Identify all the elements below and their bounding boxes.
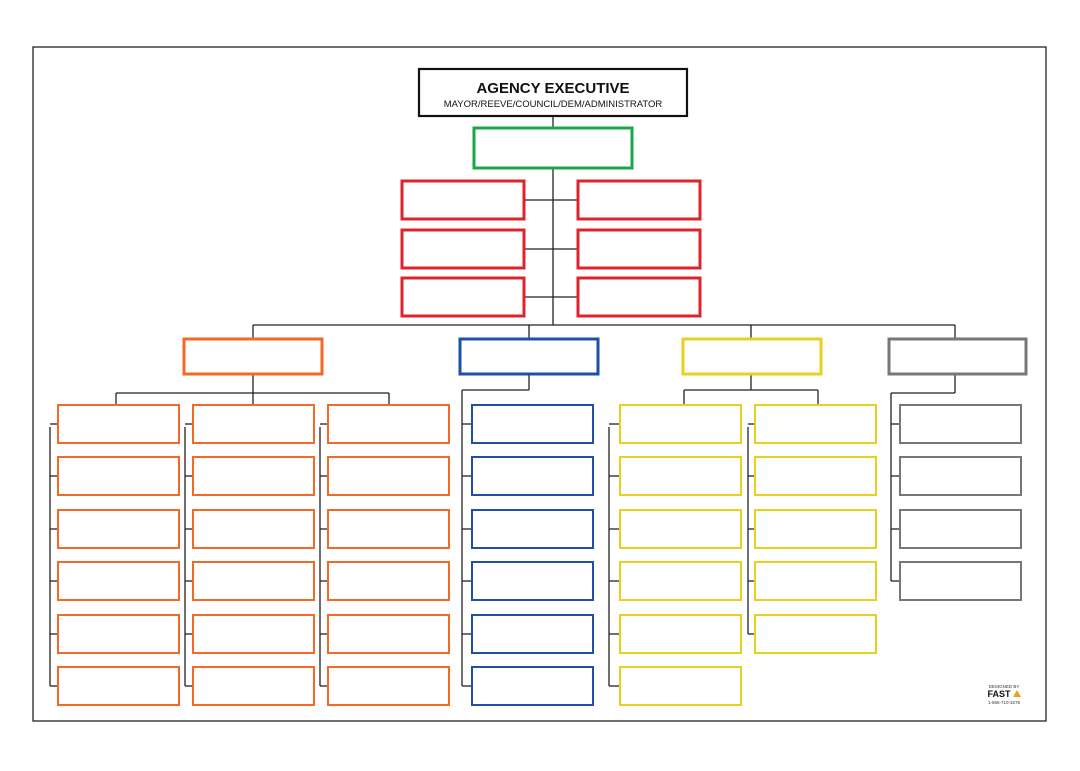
- operations-unit-box: [57, 561, 180, 601]
- command-staff-box: [576, 179, 702, 221]
- finance-unit-box: [899, 456, 1022, 496]
- operations-section-box: [182, 337, 324, 376]
- operations-unit-box: [192, 456, 315, 496]
- finance-unit-box: [899, 509, 1022, 549]
- operations-unit-box: [192, 666, 315, 706]
- operations-unit-box: [327, 509, 450, 549]
- operations-unit-box: [327, 666, 450, 706]
- logistics-unit-box: [619, 561, 742, 601]
- logistics-unit-box: [619, 509, 742, 549]
- operations-unit-box: [327, 614, 450, 654]
- designer-logo: DESIGNED BY FAST 1-866-710-3278: [987, 684, 1021, 705]
- logo-brand: FAST: [987, 689, 1011, 699]
- planning-unit-box: [471, 614, 594, 654]
- planning-unit-box: [471, 561, 594, 601]
- operations-unit-box: [192, 614, 315, 654]
- logistics-unit-box: [754, 404, 877, 444]
- logistics-unit-box: [754, 456, 877, 496]
- command-staff-box: [400, 179, 526, 221]
- operations-unit-box: [57, 404, 180, 444]
- command-staff-box: [576, 228, 702, 270]
- operations-unit-box: [192, 561, 315, 601]
- operations-unit-box: [57, 509, 180, 549]
- logistics-unit-box: [619, 666, 742, 706]
- operations-unit-box: [327, 561, 450, 601]
- logo-phone: 1-866-710-3278: [988, 700, 1021, 705]
- finance-unit-box: [899, 404, 1022, 444]
- executive-title: AGENCY EXECUTIVE: [476, 80, 629, 97]
- logistics-unit-box: [619, 456, 742, 496]
- planning-unit-box: [471, 456, 594, 496]
- planning-unit-box: [471, 509, 594, 549]
- logistics-unit-box: [754, 614, 877, 654]
- logo-triangle-icon: [1013, 690, 1021, 697]
- command-box: [472, 126, 634, 170]
- operations-unit-box: [192, 509, 315, 549]
- logistics-unit-box: [754, 561, 877, 601]
- operations-unit-box: [57, 666, 180, 706]
- operations-unit-box: [57, 456, 180, 496]
- executive-box: AGENCY EXECUTIVE MAYOR/REEVE/COUNCIL/DEM…: [417, 67, 689, 118]
- logistics-unit-box: [619, 404, 742, 444]
- connector-lines: [49, 116, 956, 687]
- command-staff-box: [400, 276, 526, 318]
- operations-unit-box: [327, 404, 450, 444]
- logistics-unit-box: [619, 614, 742, 654]
- operations-unit-box: [57, 614, 180, 654]
- logo-tagline: DESIGNED BY: [989, 684, 1020, 689]
- planning-section-box: [458, 337, 600, 376]
- operations-unit-box: [192, 404, 315, 444]
- logistics-section-box: [681, 337, 823, 376]
- finance-unit-box: [899, 561, 1022, 601]
- position-boxes: [57, 126, 1028, 706]
- command-staff-box: [576, 276, 702, 318]
- finance-section-box: [887, 337, 1028, 376]
- executive-subtitle: MAYOR/REEVE/COUNCIL/DEM/ADMINISTRATOR: [444, 99, 663, 110]
- command-staff-box: [400, 228, 526, 270]
- operations-unit-box: [327, 456, 450, 496]
- planning-unit-box: [471, 666, 594, 706]
- logistics-unit-box: [754, 509, 877, 549]
- planning-unit-box: [471, 404, 594, 444]
